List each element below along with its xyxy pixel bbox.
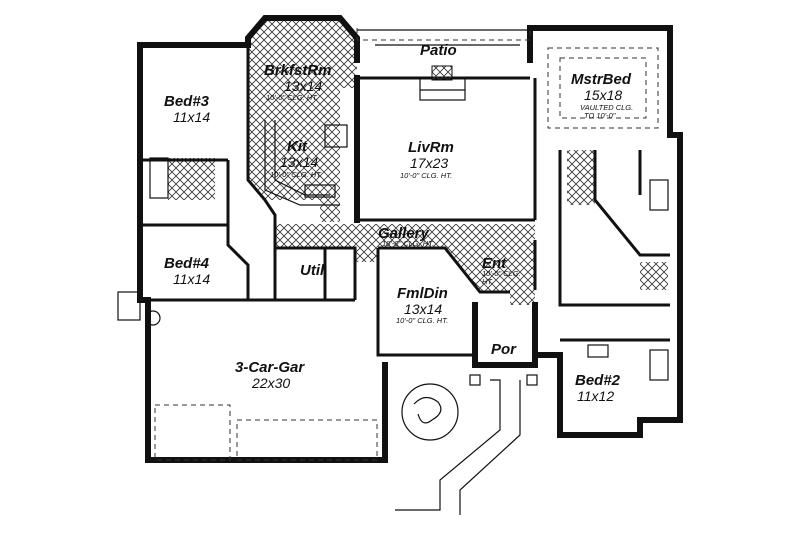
patio-outline <box>356 28 531 46</box>
kitchen-counters <box>264 120 348 206</box>
kit-label: Kit <box>287 138 308 155</box>
fmldin-label: FmlDin <box>397 285 448 302</box>
fireplace-icon <box>419 65 466 101</box>
bed3-label: Bed#3 <box>164 93 210 110</box>
tree-icon <box>401 383 459 441</box>
interior-walls <box>140 45 670 357</box>
bed3-size: 11x14 <box>173 109 210 125</box>
ent-note-2: HT. <box>482 277 493 286</box>
kit-note: 10'-0" CLG. HT. <box>270 170 322 179</box>
ent-label: Ent <box>482 255 507 272</box>
walkway <box>395 374 538 515</box>
garage-size: 22x30 <box>251 375 290 391</box>
mstr-size: 15x18 <box>584 87 622 103</box>
kit-size: 13x14 <box>280 154 318 170</box>
ent-note-1: 10'-0" CLG. <box>482 269 521 278</box>
mstr-note-2: TO 10'-0" <box>584 111 616 120</box>
brkfst-size: 13x14 <box>284 78 322 94</box>
vaulted-ceiling-inner <box>559 57 647 119</box>
util-label: Util <box>300 262 325 279</box>
mstr-label: MstrBed <box>571 71 632 88</box>
brkfst-note: 10'-0" CLG. HT. <box>266 93 318 102</box>
bed2-size: 11x12 <box>577 388 614 404</box>
brkfst-label: BrkfstRm <box>264 62 332 79</box>
bed2-label: Bed#2 <box>575 372 621 389</box>
patio-label: Patio <box>420 42 457 59</box>
gallery-note: 10'-0" CLG. HT. <box>382 239 434 248</box>
garage-doors <box>154 404 378 461</box>
fmldin-note: 10'-0" CLG. HT. <box>396 316 448 325</box>
vaulted-ceiling-outline <box>547 47 659 129</box>
livrm-label: LivRm <box>408 139 454 156</box>
garage-label: 3-Car-Gar <box>235 359 305 376</box>
gallery-label: Gallery <box>378 225 430 242</box>
bed4-label: Bed#4 <box>164 255 210 272</box>
mstr-note-1: VAULTED CLG. <box>580 103 633 112</box>
livrm-size: 17x23 <box>410 155 448 171</box>
bath-fixtures <box>117 157 669 381</box>
fmldin-size: 13x14 <box>404 301 442 317</box>
por-label: Por <box>491 341 517 358</box>
bed4-size: 11x14 <box>173 271 210 287</box>
livrm-note: 10'-0" CLG. HT. <box>400 171 452 180</box>
